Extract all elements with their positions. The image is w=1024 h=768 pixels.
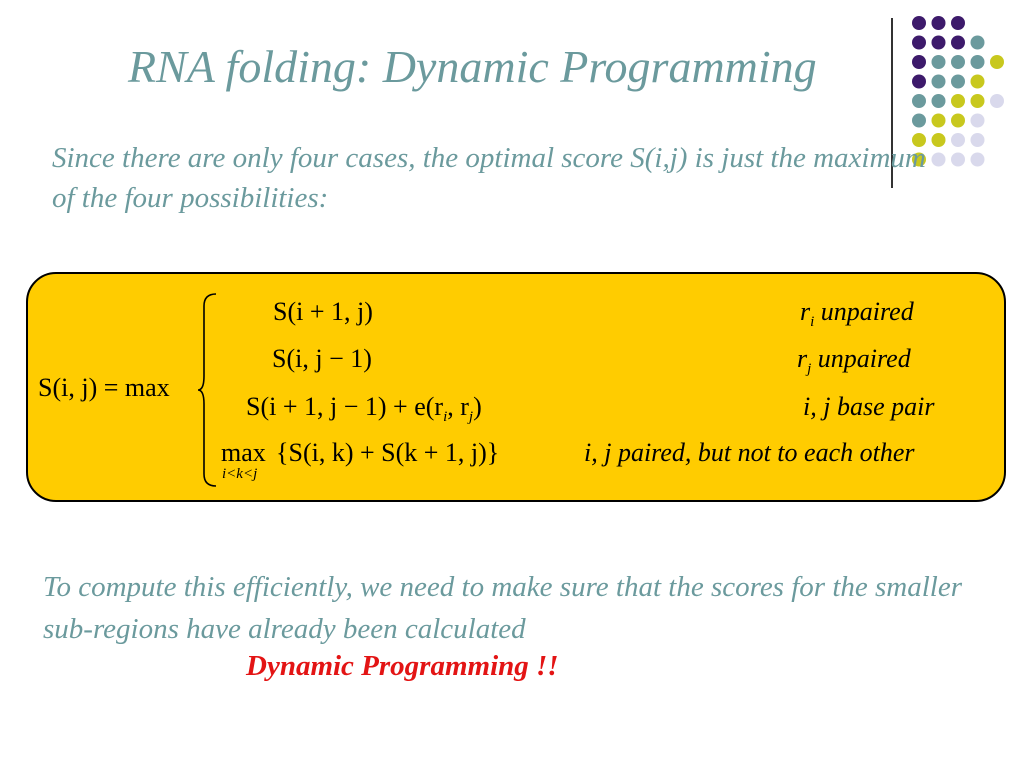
decorative-dot <box>970 35 985 50</box>
decorative-dot <box>912 35 926 50</box>
outro-text: To compute this efficiently, we need to … <box>43 571 962 645</box>
decorative-dot <box>912 16 926 30</box>
decorative-dot <box>912 152 926 167</box>
decorative-dot <box>990 94 1004 108</box>
slide-title: RNA folding: Dynamic Programming <box>128 41 817 92</box>
decorative-dot <box>970 74 985 89</box>
case4-range: i<k<j <box>222 466 258 482</box>
decorative-dot <box>951 35 965 50</box>
decorative-dot <box>912 55 926 69</box>
recurrence-box <box>26 272 1006 502</box>
case3-expression: S(i + 1, j − 1) + e(ri, rj) <box>246 392 482 426</box>
decorative-dot <box>951 16 965 30</box>
decorative-dot-grid <box>912 16 1004 167</box>
decorative-dot <box>951 74 965 89</box>
decorative-dot <box>931 94 946 108</box>
equation-lhs: S(i, j) = max <box>38 373 170 402</box>
decorative-dot <box>931 152 946 167</box>
decorative-dot <box>931 113 946 128</box>
decorative-dot <box>970 113 985 128</box>
decorative-dot <box>951 133 965 147</box>
decorative-dot <box>970 152 985 167</box>
decorative-dot <box>931 16 946 30</box>
case4-expression: {S(i, k) + S(k + 1, j)} <box>276 438 500 467</box>
case1-condition: ri unpaired <box>800 297 914 331</box>
decorative-dot <box>912 113 926 128</box>
decorative-dot <box>931 35 946 50</box>
decorative-dot <box>970 55 985 69</box>
decorative-dot <box>951 113 965 128</box>
dynamic-programming-highlight: Dynamic Programming !! <box>246 650 559 682</box>
decorative-dot <box>912 74 926 89</box>
intro-text: Since there are only four cases, the opt… <box>52 142 926 214</box>
decorative-dot <box>951 94 965 108</box>
decorative-dot <box>912 133 926 147</box>
decorative-dot <box>970 94 985 108</box>
case3-condition: i, j base pair <box>803 392 935 421</box>
case4-max: max <box>221 438 266 467</box>
case2-condition: rj unpaired <box>797 344 911 378</box>
decorative-dot <box>951 55 965 69</box>
decorative-dot <box>931 74 946 89</box>
title-divider <box>891 18 893 188</box>
decorative-dot <box>951 152 965 167</box>
left-brace <box>197 293 217 487</box>
decorative-dot <box>990 55 1004 69</box>
case2-expression: S(i, j − 1) <box>272 344 372 373</box>
decorative-dot <box>931 133 946 147</box>
decorative-dot <box>931 55 946 69</box>
decorative-dot <box>970 133 985 147</box>
case4-condition: i, j paired, but not to each other <box>584 438 915 467</box>
case1-expression: S(i + 1, j) <box>273 297 373 326</box>
decorative-dot <box>912 94 926 108</box>
